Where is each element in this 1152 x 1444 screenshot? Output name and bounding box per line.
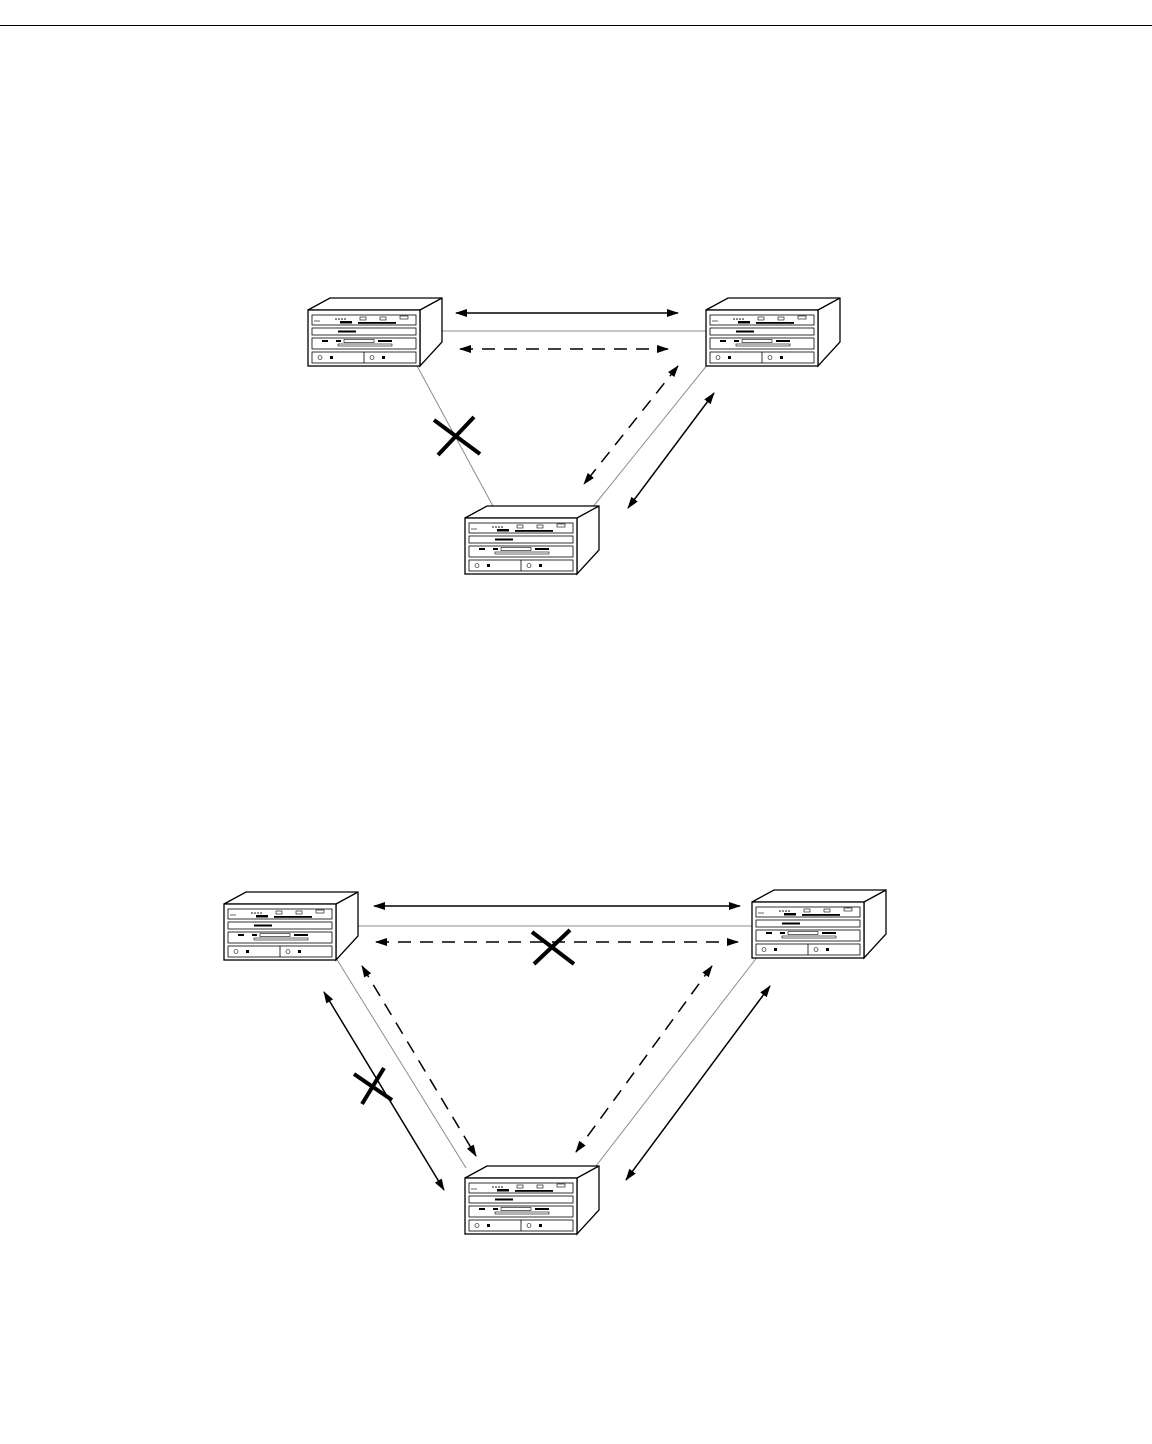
link-b-c (592, 364, 708, 508)
router-a-icon (308, 298, 442, 366)
flow-solid-b-c (626, 986, 770, 1180)
flow-dashed-a-c (362, 966, 476, 1156)
failure-x-mark (434, 417, 480, 455)
flow-dashed-b-c (584, 366, 678, 484)
router-b-icon (706, 298, 840, 366)
flow-dashed-b-c (576, 966, 712, 1152)
flow-solid-a-c (324, 992, 444, 1190)
router-c-icon (465, 1166, 599, 1234)
router-c-icon (465, 506, 599, 574)
diagram-bottom (224, 890, 886, 1234)
link-a-c (336, 958, 466, 1168)
router-b-icon (752, 890, 886, 958)
router-a-icon (224, 892, 358, 960)
diagram-top (308, 298, 840, 574)
link-b-c (596, 956, 758, 1166)
failure-x-mark-a-b (532, 930, 574, 964)
